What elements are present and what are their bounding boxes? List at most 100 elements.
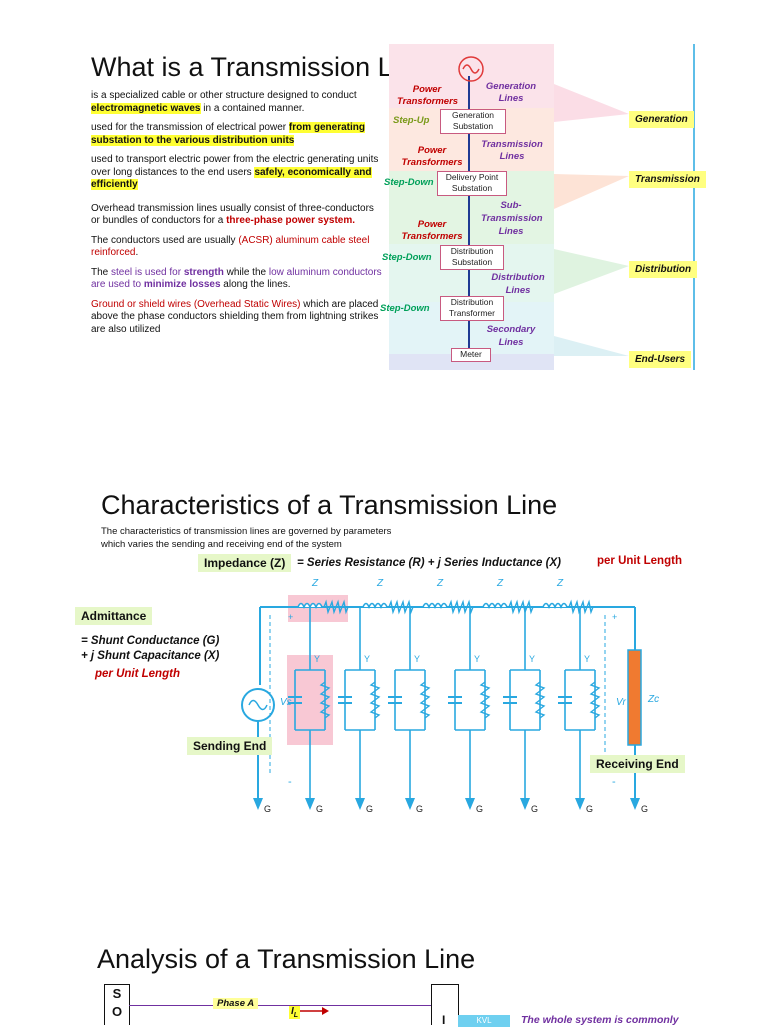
ground-arrow-icon-7 [575,798,585,810]
power-transformers-2: Power Transformers [401,145,463,168]
side-label-end-users: End-Users [629,351,692,368]
para-5: The conductors used are usually (ACSR) a… [91,234,370,259]
shunt-resistor-1 [319,681,331,719]
series-resistor-3 [448,599,474,615]
y-label-1: Y [314,654,320,664]
para-2: used for the transmission of electrical … [91,122,365,146]
ground-arrow-icon-5 [465,798,475,810]
admittance-tag: Admittance [75,607,153,625]
load-block [431,984,459,1025]
z-label-4: Z [496,578,504,589]
vs-minus: - [288,776,292,788]
ground-arrow-icon-1 [253,798,263,810]
g-label-7: G [586,804,593,814]
vr-plus: + [612,612,617,622]
generation-substation-box: Generation Substation [440,109,506,134]
power-transformers-1: Power Transformers [397,84,459,107]
sub-transmission-label: Sub-Transmission Lines [481,200,543,237]
shunt-resistor-5 [534,681,546,719]
y-label-6: Y [584,654,590,664]
admittance-equation-line-1: = Shunt Conductance (G) [81,635,220,647]
g-label-2: G [316,804,323,814]
series-inductor-2 [362,602,388,610]
delivery-point-box: Delivery Point Substation [437,171,507,196]
ground-arrow-icon-8 [630,798,640,810]
source-block: S O [104,984,130,1025]
y-label-2: Y [364,654,370,664]
series-inductor-4 [482,602,508,610]
y-label-5: Y [529,654,535,664]
ground-arrow-icon-3 [355,798,365,810]
side-label-generation: Generation [629,111,694,128]
secondary-lines-label: Secondary Lines [486,324,536,348]
slide3-title: Analysis of a Transmission Line [97,944,476,974]
para-7: Ground or shield wires (Overhead Static … [91,298,379,335]
g-label-3: G [366,804,373,814]
side-label-transmission: Transmission [629,171,706,188]
slide2-title: Characteristics of a Transmission Line [101,490,558,520]
distribution-lines-label: Distribution Lines [491,272,545,296]
generation-lines-label: Generation Lines [485,81,537,104]
ground-arrow-icon-6 [520,798,530,810]
distribution-transformer-box: Distribution Transformer [440,296,504,321]
admittance-equation: = Shunt Conductance (G) + j Shunt Capaci… [81,634,219,664]
current-subscript: L [293,1012,299,1019]
para-3: used to transport electric power from th… [91,154,379,190]
step-up-label: Step-Up [393,115,430,126]
step-down-label-1: Step-Down [384,177,434,188]
slide2-subtitle: The characteristics of transmission line… [101,525,391,551]
shunt-resistor-2 [369,681,381,719]
source-letter-1: S [112,986,122,1001]
para-4: Overhead transmission lines usually cons… [91,202,374,227]
slide1-body: is a specialized cable or other structur… [91,90,383,343]
z-label-3: Z [436,578,444,589]
series-resistor-4 [508,599,534,615]
g-label-8: G [641,804,648,814]
receiving-end-label: Receiving End [590,755,685,773]
admittance-equation-line-2: + j Shunt Capacitance (X) [81,650,220,662]
meter-box: Meter [451,348,491,362]
load-impedance-zc [627,649,642,746]
y-label-4: Y [474,654,480,664]
side-label-distribution: Distribution [629,261,698,278]
series-highlight [288,595,348,622]
zc-label: Zc [647,694,659,705]
per-unit-length-2: per Unit Length [95,668,180,680]
per-unit-length-1: per Unit Length [597,555,682,567]
impedance-equation: = Series Resistance (R) + j Series Induc… [297,557,561,569]
subtitle-line-1: The characteristics of transmission line… [101,526,392,537]
step-down-label-2: Step-Down [382,252,432,263]
kvl-badge: KVL [458,1015,510,1027]
z-label-1: Z [311,578,319,589]
shunt-resistor-6 [589,681,601,719]
step-down-label-3: Step-Down [380,303,430,314]
series-inductor-5 [542,602,568,610]
shunt-resistor-3 [419,681,431,719]
vs-plus: + [288,612,293,622]
sending-end-label: Sending End [187,737,273,755]
phase-a-label: Phase A [213,998,259,1009]
para-6: The steel is used for strength while the… [91,266,382,291]
series-resistor-2 [388,599,414,615]
system-note: The whole system is commonly [521,1014,679,1026]
ground-arrow-icon-2 [305,798,315,810]
impedance-tag: Impedance (Z) [198,554,292,572]
source-letter-2: O [111,1004,123,1019]
series-inductor-3 [422,602,448,610]
series-resistor-5 [568,599,594,615]
phase-a-wire [129,1005,431,1006]
shunt-resistor-4 [479,681,491,719]
z-label-5: Z [556,578,564,589]
vs-label: Vs [280,697,292,708]
transmission-lines-label: Transmission Lines [481,139,543,162]
z-label-2: Z [376,578,384,589]
power-system-diagram: Power Transformers Generation Lines Step… [380,44,706,370]
slide1-title: What is a Transmission Line? [91,52,444,82]
load-block-letter: I [442,1013,446,1027]
distribution-substation-box: Distribution Substation [440,245,504,270]
current-arrow-icon [300,1007,329,1015]
